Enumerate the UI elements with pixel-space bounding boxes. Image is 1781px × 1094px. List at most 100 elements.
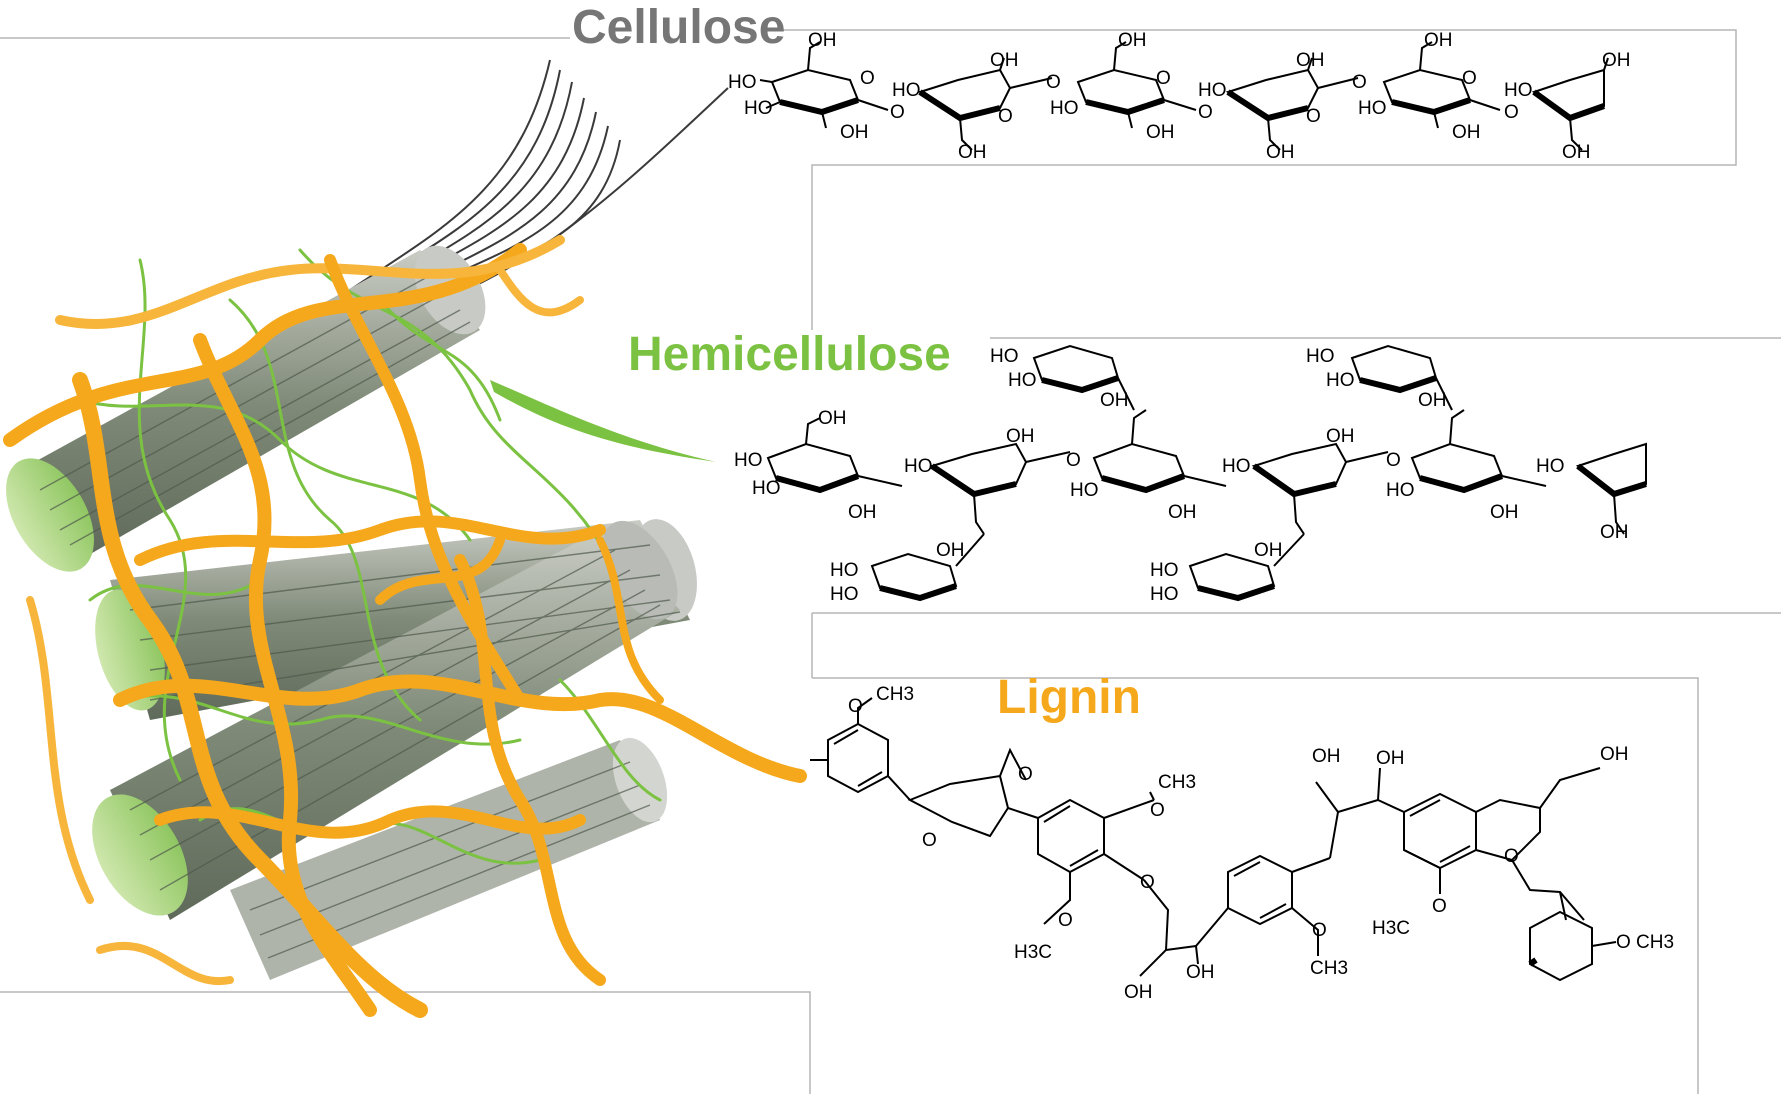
ring-o-label: O	[1140, 872, 1155, 893]
oh-label: OH	[1418, 390, 1447, 411]
hemi-backbone-ring-3	[1092, 409, 1227, 494]
ho-label: HO	[1358, 98, 1387, 119]
methyl-label: CH3	[876, 684, 914, 705]
lignin-labels: CH3 O O O CH3 O O H3C O OH OH O CH3 OH O…	[848, 684, 1674, 1003]
ho-label: HO	[1150, 560, 1179, 581]
oh-label: OH	[990, 50, 1019, 71]
ho-label: HO	[830, 560, 859, 581]
methyl-label: CH3	[1636, 932, 1674, 953]
ho-label: HO	[1050, 98, 1079, 119]
methyl-label: H3C	[1014, 942, 1052, 963]
lignin-panel	[0, 677, 1699, 1094]
link-o-label: O	[1066, 450, 1081, 471]
oh-label: OH	[1600, 522, 1629, 543]
oh-label: OH	[1124, 982, 1153, 1003]
cellulose-ring-6	[1531, 57, 1609, 151]
lignin-ribbons	[3, 235, 807, 1018]
ring-o-label: O	[1616, 932, 1631, 953]
hemi-backbone-ring-4	[1251, 442, 1389, 535]
ring-o-label: O	[1156, 68, 1171, 89]
oh-label: OH	[1490, 502, 1519, 523]
cellulose-ring-1	[759, 41, 889, 129]
lignin-furan	[907, 747, 1027, 838]
ho-label: HO	[830, 584, 859, 605]
oh-label: OH	[1006, 426, 1035, 447]
cellulose-ring-4	[1225, 57, 1359, 151]
ho-label: HO	[1222, 456, 1251, 477]
ring-o-label: O	[848, 696, 863, 717]
ho-label: HO	[734, 450, 763, 471]
ring-o-label: O	[1504, 846, 1519, 867]
ring-o-label: O	[1462, 68, 1477, 89]
oh-label: OH	[818, 408, 847, 429]
cellulose-structure	[759, 41, 1609, 151]
ring-o-label: O	[922, 830, 937, 851]
ho-label: HO	[1326, 370, 1355, 391]
oh-label: OH	[1296, 50, 1325, 71]
microfibril-illustration	[3, 59, 807, 1018]
hemi-branch-bottom-2	[1188, 533, 1305, 602]
link-o-label: O	[1352, 72, 1367, 93]
oh-label: OH	[1600, 744, 1629, 765]
lignin-title: Lignin	[997, 671, 1141, 724]
oh-label: OH	[958, 142, 987, 163]
oh-label: OH	[1146, 122, 1175, 143]
ring-o-label: O	[860, 68, 875, 89]
hemicellulose-structure	[766, 344, 1647, 602]
methyl-label: H3C	[1372, 918, 1410, 939]
lignin-aryl-ring-3	[1227, 854, 1293, 926]
cellulose-ring-2	[917, 57, 1053, 151]
hemi-backbone-ring-2	[929, 442, 1071, 535]
oh-label: OH	[840, 122, 869, 143]
link-o-label: O	[1046, 72, 1061, 93]
ho-label: HO	[904, 456, 933, 477]
hemicellulose-title: Hemicellulose	[628, 328, 951, 381]
link-o-label: O	[890, 102, 905, 123]
oh-label: OH	[1186, 962, 1215, 983]
link-o-label: O	[1504, 102, 1519, 123]
lignin-aryl-ring-2	[1037, 798, 1105, 874]
ho-label: HO	[1386, 480, 1415, 501]
ring-o-label: O	[1306, 106, 1321, 127]
methyl-label: CH3	[1310, 958, 1348, 979]
ho-label: HO	[892, 80, 921, 101]
oh-label: OH	[1376, 748, 1405, 769]
oh-label: OH	[1424, 30, 1453, 51]
ho-label: HO	[1150, 584, 1179, 605]
ho-label: HO	[1008, 370, 1037, 391]
hemi-backbone-ring-1	[766, 417, 903, 494]
hemi-branch-top-2	[1350, 344, 1453, 411]
panel-frames	[0, 29, 1781, 1094]
hemicellulose-labels: OH HO HO OH HO OH O HO OH HO OH O HO OH …	[734, 346, 1629, 605]
oh-label: OH	[1452, 122, 1481, 143]
lignin-aryl-ring-5	[1529, 910, 1593, 982]
lignin-aryl-ring-4	[1403, 792, 1477, 870]
ho-label: HO	[744, 98, 773, 119]
ho-label: HO	[1536, 456, 1565, 477]
ho-label: HO	[1306, 346, 1335, 367]
hemi-backbone-ring-5	[1410, 409, 1547, 494]
oh-label: OH	[1562, 142, 1591, 163]
oh-label: OH	[1100, 390, 1129, 411]
lignin-aryl-ring-1	[827, 722, 889, 794]
ring-o-label: O	[1312, 920, 1327, 941]
ho-label: HO	[1504, 80, 1533, 101]
oh-label: OH	[848, 502, 877, 523]
link-o-label: O	[1198, 102, 1213, 123]
oh-label: OH	[1266, 142, 1295, 163]
oh-label: OH	[936, 540, 965, 561]
hemi-branch-bottom-1	[870, 533, 985, 602]
cellulose-title: Cellulose	[572, 1, 786, 54]
oh-label: OH	[1118, 30, 1147, 51]
ring-o-label: O	[998, 106, 1013, 127]
lignin-structure	[810, 697, 1617, 982]
ring-o-label: O	[1432, 896, 1447, 917]
cellulose-panel	[0, 29, 1737, 330]
fibril-bottom	[230, 737, 668, 980]
oh-label: OH	[808, 30, 837, 51]
hemicellulose-panel	[811, 337, 1781, 678]
cellulose-labels: OH HO HO OH O O HO OH O OH O OH O HO OH …	[728, 30, 1631, 163]
ho-label: HO	[1070, 480, 1099, 501]
oh-label: OH	[1326, 426, 1355, 447]
